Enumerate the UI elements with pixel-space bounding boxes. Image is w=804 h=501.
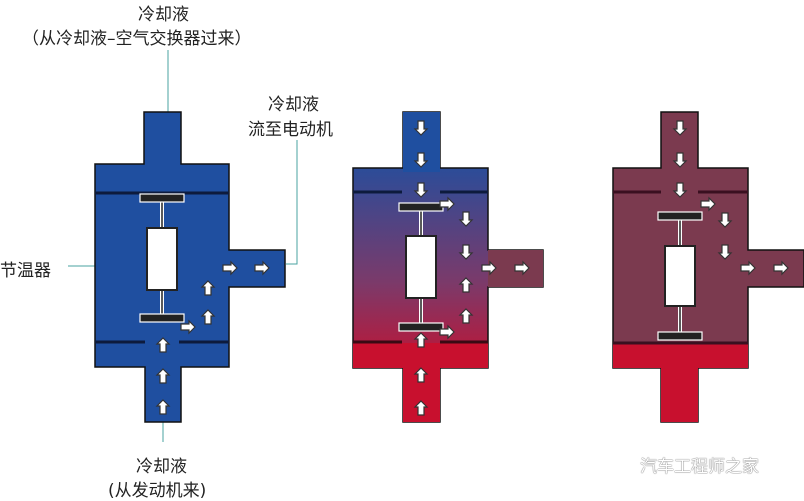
wax-element	[146, 227, 178, 291]
thermostat-valve	[398, 202, 444, 332]
valve-plate	[657, 331, 703, 341]
valve-plate	[657, 211, 703, 221]
valve-plate	[398, 322, 444, 332]
thermostat-unit-open	[612, 111, 804, 423]
thermostat-valve	[139, 193, 185, 323]
thermostat-valve	[657, 211, 703, 341]
valve-plate	[139, 313, 185, 323]
thermostat-unit-closed	[94, 111, 286, 423]
thermostat-valves	[139, 193, 703, 341]
valve-plate	[398, 202, 444, 212]
watermark: 汽车工程师之家	[640, 457, 759, 477]
wax-element	[405, 235, 437, 299]
wax-element	[664, 245, 696, 307]
leader-lines	[68, 50, 298, 442]
valve-plate	[139, 193, 185, 203]
top-coolant-label: 冷却液	[138, 5, 189, 25]
outlet-label-line1: 冷却液	[268, 95, 319, 115]
bottom-coolant-label: 冷却液	[136, 457, 187, 477]
outlet-label-line2: 流至电动机	[248, 120, 333, 140]
top-coolant-source: （从冷却液–空气交换器过来）	[22, 29, 252, 49]
bottom-coolant-source: (从发动机来)	[108, 481, 207, 501]
thermostat-label: 节温器	[0, 261, 51, 281]
